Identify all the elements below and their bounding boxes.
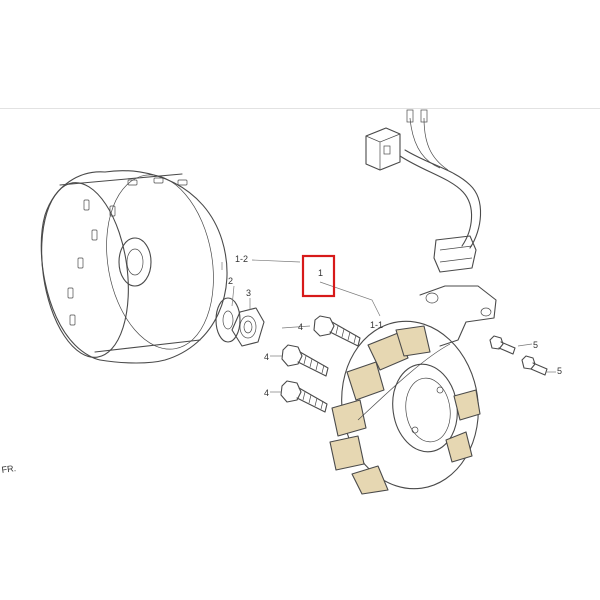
label-nut: 3 [246, 288, 251, 298]
stator-coils [329, 325, 481, 495]
screw-lower[interactable] [521, 355, 548, 376]
label-screw-upper: 5 [533, 340, 538, 350]
label-stator: 1-1 [370, 320, 383, 330]
label-washer: 2 [228, 276, 233, 286]
label-screw-lower: 5 [557, 366, 562, 376]
bolt-lower[interactable] [280, 380, 328, 413]
highlight-box-part-1 [301, 254, 336, 298]
label-assembly: 1 [318, 268, 323, 278]
label-bolt-upper: 4 [298, 322, 303, 332]
flywheel-rotor[interactable] [31, 166, 228, 364]
stator-assembly[interactable] [329, 109, 497, 498]
flange-nut[interactable] [231, 307, 265, 347]
screw-upper[interactable] [489, 335, 516, 355]
label-bolt-middle: 4 [264, 352, 269, 362]
bolt-middle[interactable] [281, 344, 329, 377]
washer[interactable] [215, 297, 241, 343]
bolt-upper[interactable] [313, 315, 361, 347]
leader-lines [221, 259, 556, 393]
top-divider [0, 108, 600, 109]
label-rotor: 1-2 [235, 254, 248, 264]
label-bolt-lower: 4 [264, 388, 269, 398]
label-front-direction: FR. [1, 463, 17, 475]
